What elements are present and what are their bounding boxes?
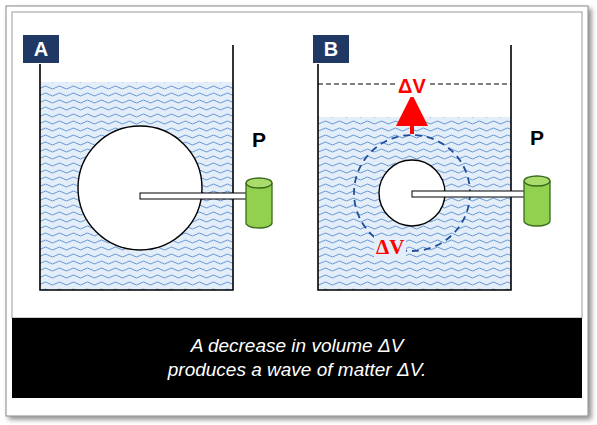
panel-label-box: B [312,34,350,64]
rod [140,193,248,199]
beaker [40,45,233,290]
panel-label-box: A [22,34,60,64]
water [40,82,233,290]
card [6,6,588,416]
rod [412,191,526,197]
panel-letter: B [324,38,338,61]
caption: A decrease in volume ΔV produces a wave … [152,334,442,382]
gauge-label: P [252,128,266,151]
wave-volume-label: ΔV [374,236,406,259]
sphere [78,126,202,250]
volume-label: ΔV [396,75,428,97]
water [318,117,511,290]
pressure-gauge [524,176,550,226]
gauge-label: P [530,126,544,149]
panel-frame [12,12,582,318]
panel-letter: A [34,38,48,61]
beaker [318,45,511,290]
volume-arrow [410,110,414,134]
pressure-gauge [246,178,272,228]
caption-band [12,318,582,398]
